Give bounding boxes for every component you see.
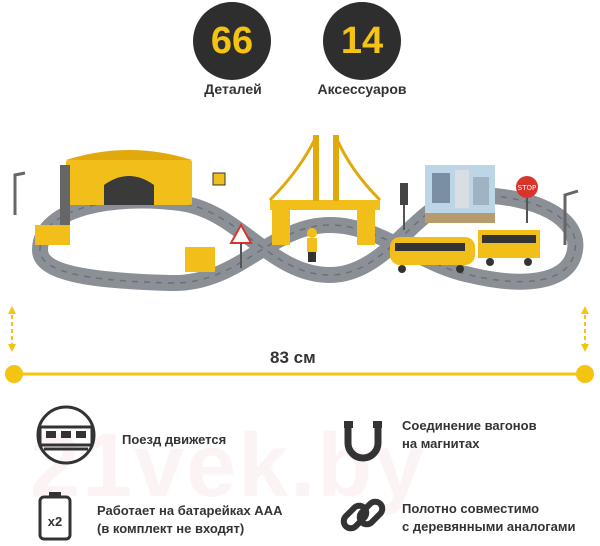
- accessories-count-badge: 14: [323, 2, 401, 80]
- bridge-icon: [268, 135, 382, 245]
- feature-compatibility: Полотно совместимо с деревянными аналога…: [402, 500, 576, 536]
- dimension-label: 83 см: [270, 348, 316, 367]
- dimension-start-dot: [5, 365, 23, 383]
- feature-compatibility-line-2: с деревянными аналогами: [402, 519, 576, 534]
- feature-battery-line-2: (в комплект не входят): [97, 521, 245, 536]
- feature-battery: Работает на батарейках ААА (в комплект н…: [97, 502, 282, 538]
- dimension-end-dot: [576, 365, 594, 383]
- accessories-count-value: 14: [340, 19, 384, 62]
- railway-set-illustration: STOP: [13, 135, 584, 292]
- tunnel-icon: [60, 150, 192, 225]
- road-signs-icon: STOP: [212, 172, 538, 268]
- dimension-line: [5, 306, 594, 383]
- stop-sign-label: STOP: [518, 184, 536, 192]
- street-lamp-icon: [13, 171, 579, 245]
- feature-train-moves: Поезд движется: [122, 431, 226, 449]
- parts-count-label: Деталей: [204, 81, 262, 97]
- accessories-count-label: Аксессуаров: [317, 81, 407, 97]
- feature-magnet-coupling-line-1: Соединение вагонов: [402, 418, 537, 433]
- battery-icon: x2: [38, 492, 72, 541]
- feature-magnet-coupling-line-2: на магнитах: [402, 436, 480, 451]
- excavator-icon: [35, 225, 215, 272]
- battery-count-label: x2: [48, 514, 62, 529]
- parts-count-value: 66: [210, 19, 254, 62]
- magnet-icon: [344, 421, 382, 462]
- feature-train-moves-line-1: Поезд движется: [122, 432, 227, 447]
- chain-link-icon: [340, 498, 386, 532]
- feature-magnet-coupling: Соединение вагонов на магнитах: [402, 417, 537, 453]
- city-building-icon: [425, 165, 495, 223]
- feature-compatibility-line-1: Полотно совместимо: [402, 501, 540, 516]
- train-toy-icon: [390, 230, 540, 273]
- feature-battery-line-1: Работает на батарейках ААА: [97, 503, 283, 518]
- worker-figure-icon: [307, 228, 317, 262]
- train-icon: [36, 405, 96, 465]
- parts-count-badge: 66: [193, 2, 271, 80]
